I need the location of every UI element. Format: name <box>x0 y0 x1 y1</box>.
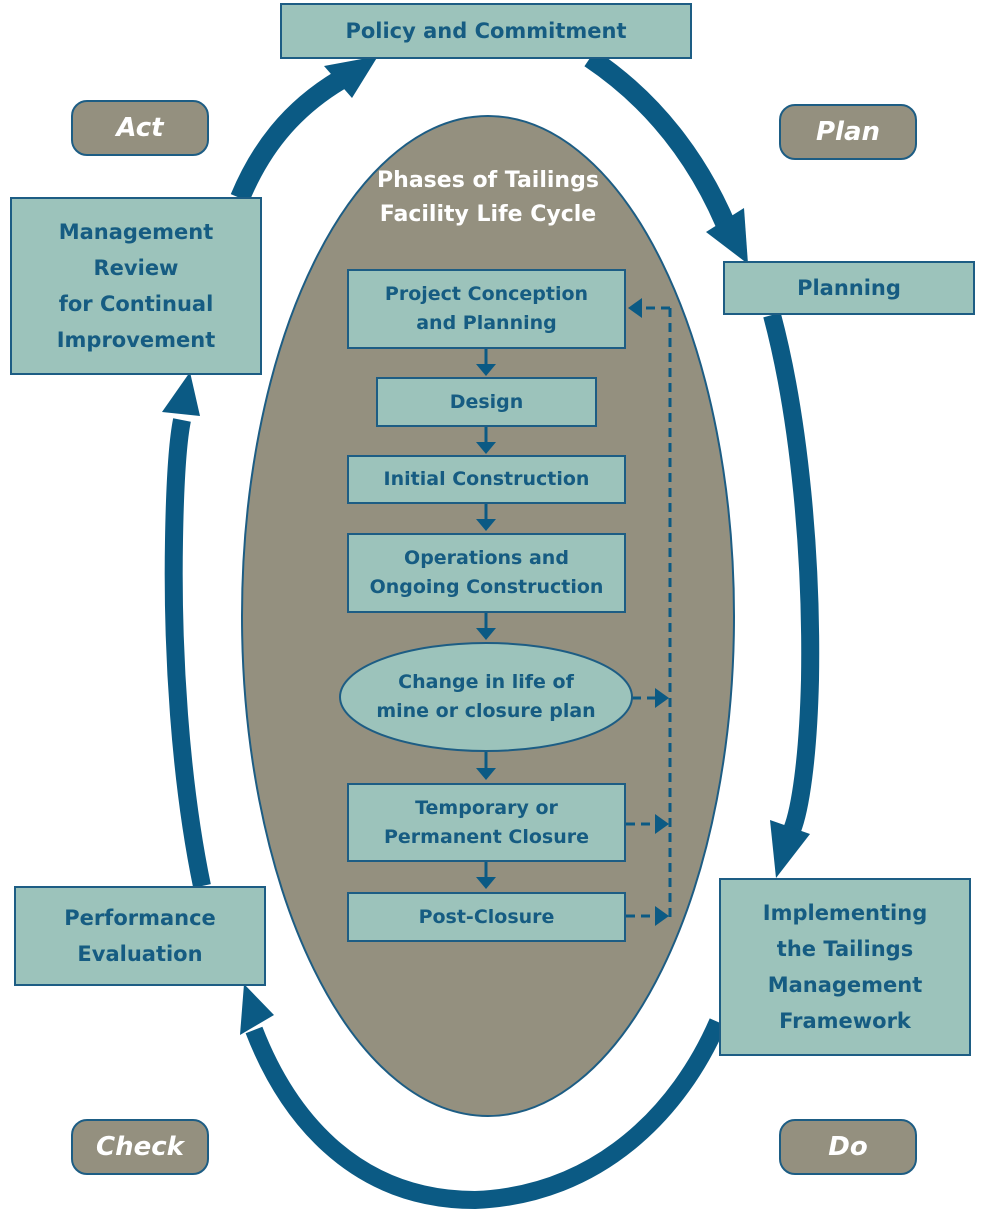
arrow-implementing-to-performance <box>245 1018 727 1210</box>
phase-label: Post-Closure <box>418 905 555 928</box>
pdca-check: Check <box>71 1119 209 1175</box>
phase-project-conception: Project Conception and Planning <box>347 269 626 349</box>
management-review-label: Management Review for Continual Improvem… <box>56 220 216 352</box>
performance-box: Performance Evaluation <box>14 886 266 986</box>
arrow-planning-to-implementing <box>763 312 820 834</box>
phase-label: Temporary or Permanent Closure <box>383 796 590 848</box>
phase-operations: Operations and Ongoing Construction <box>347 533 626 613</box>
phase-label: Project Conception and Planning <box>384 283 589 334</box>
phase-post-closure: Post-Closure <box>347 892 626 942</box>
policy-label: Policy and Commitment <box>345 19 627 43</box>
phase-design: Design <box>376 377 597 427</box>
arrow-policy-to-planning <box>584 49 742 244</box>
pdca-check-label: Check <box>96 1132 184 1162</box>
arrow-performance-to-review-head <box>162 372 200 416</box>
lifecycle-title: Phases of Tailings Facility Life Cycle <box>377 168 599 227</box>
arrow-performance-to-review <box>164 418 211 888</box>
change-node-shape <box>339 642 633 752</box>
phase-change-in-life-of-mine: Change in life of mine or closure plan <box>376 671 596 722</box>
arrow-review-to-policy <box>230 71 346 202</box>
phase-label: Design <box>449 390 524 413</box>
feedback-loop <box>626 306 672 918</box>
pdca-do-label: Do <box>828 1132 868 1162</box>
arrow-review-to-policy-head <box>324 56 378 98</box>
policy-box: Policy and Commitment <box>280 3 692 59</box>
planning-label: Planning <box>797 276 901 300</box>
implementing-label: Implementing the Tailings Management Fra… <box>762 901 928 1033</box>
pdca-act: Act <box>71 100 209 156</box>
phase-label: Initial Construction <box>383 468 590 490</box>
arrow-planning-to-implementing-head <box>770 820 810 878</box>
management-review-box: Management Review for Continual Improvem… <box>10 197 262 375</box>
lifecycle-ellipse <box>241 115 735 1117</box>
arrow-implementing-to-performance-head <box>240 984 274 1035</box>
phase-connectors <box>476 349 496 889</box>
phase-label: Operations and Ongoing Construction <box>369 547 604 598</box>
phase-initial-construction: Initial Construction <box>347 455 626 504</box>
phase-closure: Temporary or Permanent Closure <box>347 783 626 862</box>
feedback-arrowheads <box>628 298 669 926</box>
performance-label: Performance Evaluation <box>64 906 216 966</box>
pdca-act-label: Act <box>116 113 164 143</box>
planning-box: Planning <box>723 261 975 315</box>
pdca-plan: Plan <box>779 104 917 160</box>
pdca-do: Do <box>779 1119 917 1175</box>
implementing-box: Implementing the Tailings Management Fra… <box>719 878 971 1056</box>
arrow-policy-to-planning-head <box>706 208 748 264</box>
pdca-plan-label: Plan <box>815 117 881 147</box>
